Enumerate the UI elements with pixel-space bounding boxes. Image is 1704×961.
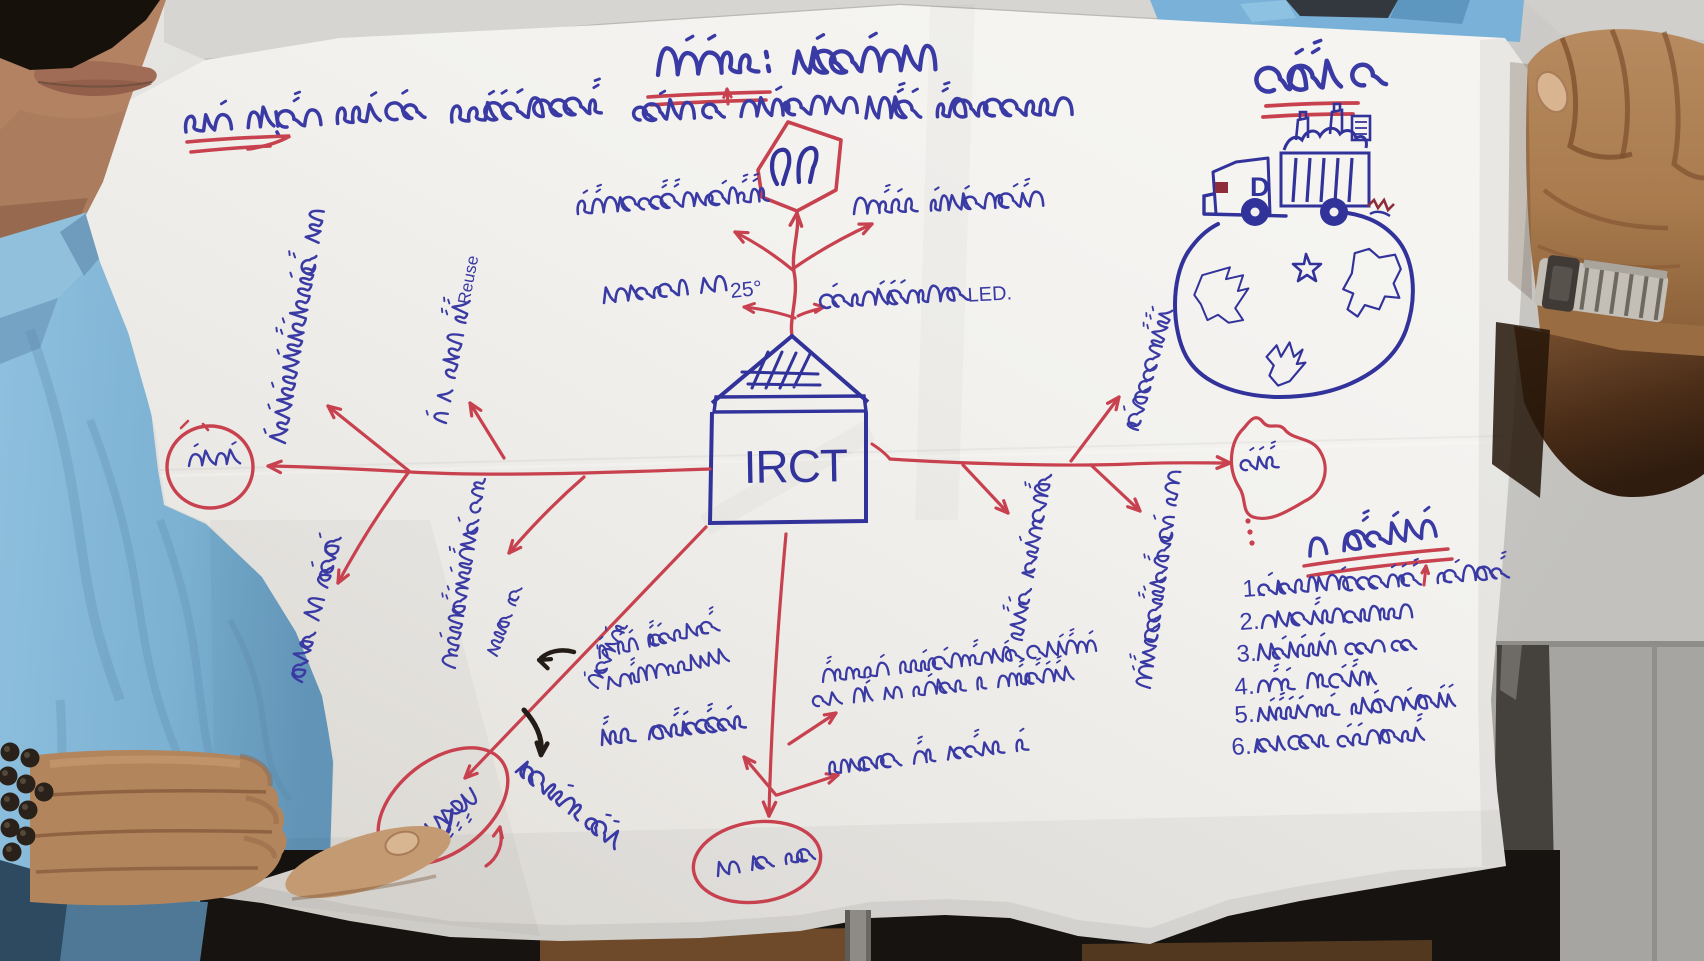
svg-text:IRCT: IRCT bbox=[743, 439, 848, 493]
svg-text:6.: 6. bbox=[1231, 733, 1253, 761]
svg-text:LED.: LED. bbox=[967, 282, 1013, 306]
svg-text:1.: 1. bbox=[1242, 575, 1264, 603]
svg-text:D: D bbox=[1250, 172, 1270, 202]
svg-text:2.: 2. bbox=[1239, 608, 1261, 636]
svg-text:4.: 4. bbox=[1234, 673, 1256, 701]
svg-text:3.: 3. bbox=[1236, 640, 1258, 668]
svg-text:25°: 25° bbox=[729, 277, 763, 303]
svg-text:5.: 5. bbox=[1234, 701, 1256, 729]
